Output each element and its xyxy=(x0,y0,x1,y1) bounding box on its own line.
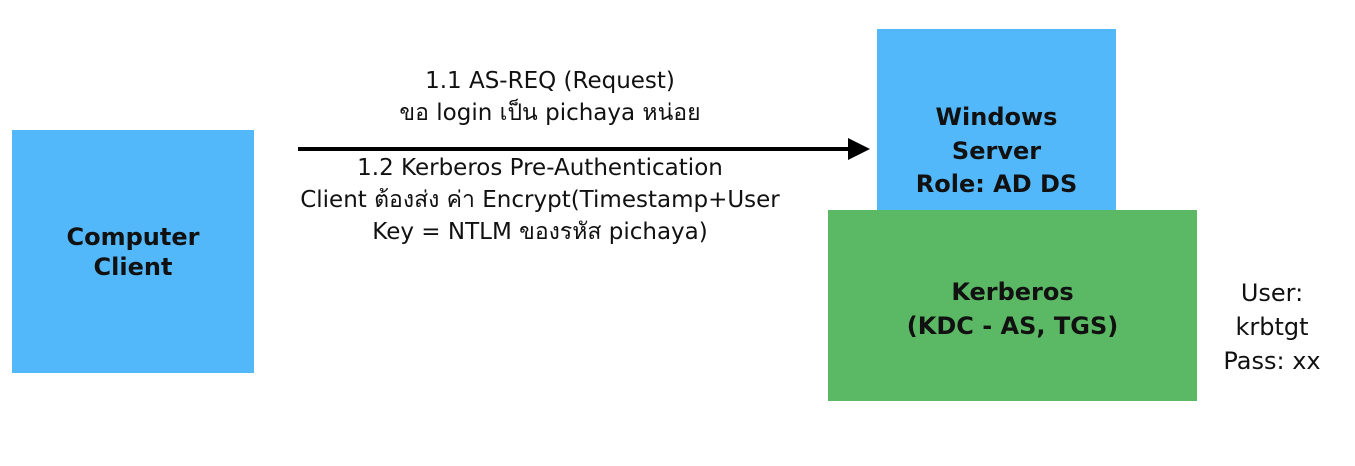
pre-authentication-message: 1.2 Kerberos Pre-Authentication Client ต… xyxy=(255,152,825,248)
windows-server-box: Windows Server Role: AD DS xyxy=(877,29,1116,210)
as-req-description: ขอ login เป็น pichaya หน่อย xyxy=(399,100,701,126)
server-label-line-1: Windows xyxy=(935,103,1058,131)
kdc-services-label: (KDC - AS, TGS) xyxy=(906,311,1119,340)
computer-client-box: Computer Client xyxy=(12,130,254,373)
account-user-value: krbtgt xyxy=(1235,313,1309,341)
account-user-label: User: xyxy=(1240,279,1304,307)
pre-auth-line-3: Key = NTLM ของรหัส pichaya) xyxy=(372,219,708,245)
kerberos-kdc-box: Kerberos (KDC - AS, TGS) xyxy=(828,210,1197,401)
kerberos-label: Kerberos xyxy=(951,278,1074,306)
account-pass-label: Pass: xx xyxy=(1223,347,1321,375)
as-req-title: 1.1 AS-REQ (Request) xyxy=(425,68,675,94)
pre-auth-line-2: Client ต้องส่ง ค่า Encrypt(Timestamp+Use… xyxy=(300,187,780,213)
client-label-line-1: Computer xyxy=(66,222,200,251)
arrow-right-icon xyxy=(298,138,870,160)
as-req-message: 1.1 AS-REQ (Request) ขอ login เป็น picha… xyxy=(340,65,760,129)
krbtgt-account-label: User: krbtgt Pass: xx xyxy=(1210,276,1334,378)
server-label-line-2: Server xyxy=(951,136,1042,165)
request-arrow-head xyxy=(848,138,870,160)
server-role-label: Role: AD DS xyxy=(915,170,1078,199)
pre-auth-title: 1.2 Kerberos Pre-Authentication xyxy=(357,155,723,181)
client-label-line-2: Client xyxy=(93,252,173,281)
